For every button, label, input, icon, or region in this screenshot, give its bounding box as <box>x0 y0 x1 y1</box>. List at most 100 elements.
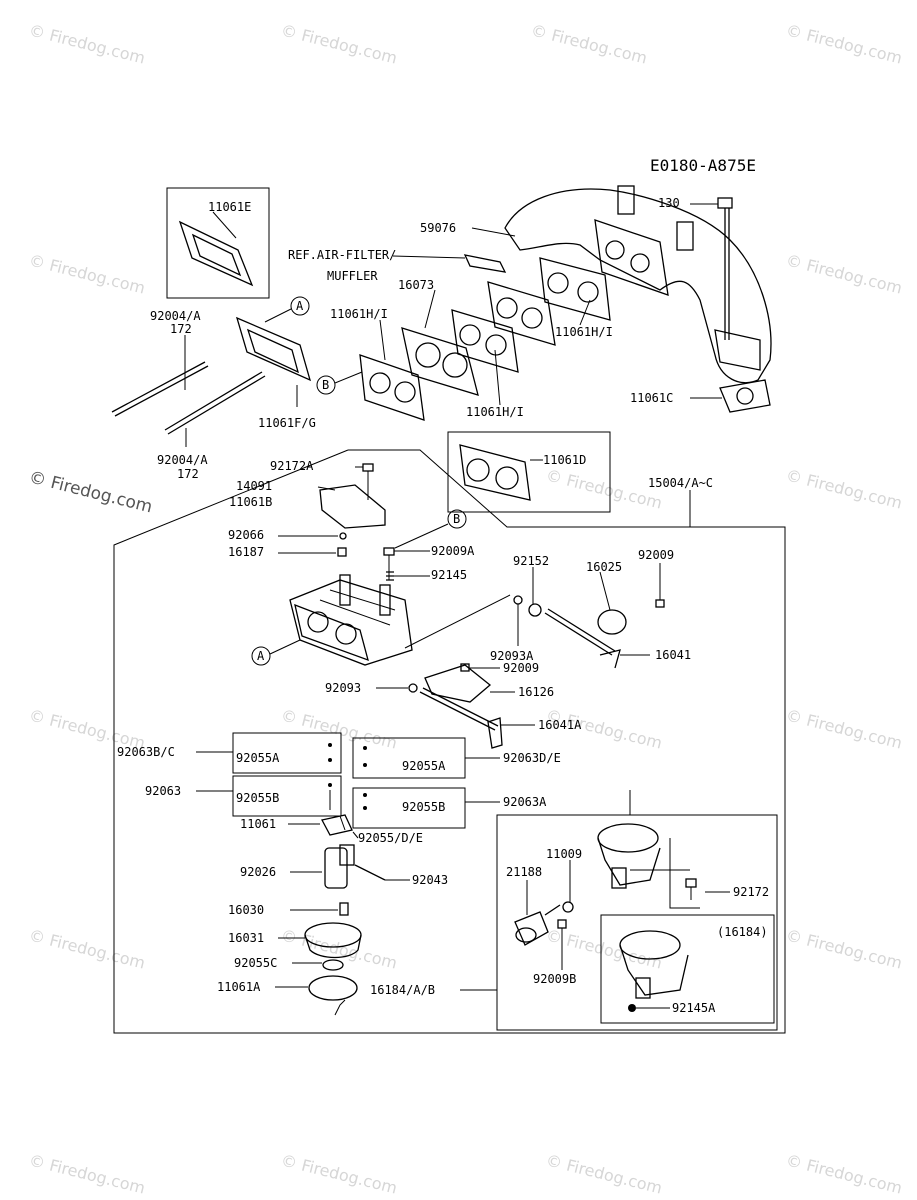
watermark: © Firedog.com <box>279 925 399 972</box>
shaft-16041a <box>419 687 503 749</box>
callout-b: B <box>322 378 329 392</box>
label-11061fg: 11061F/G <box>258 416 316 430</box>
leader-line <box>339 815 346 831</box>
leader-line <box>269 639 301 655</box>
gasket-top <box>487 281 556 346</box>
callout-b-circle <box>447 509 467 529</box>
watermark: © Firedog.com <box>544 465 664 512</box>
plate-16126 <box>424 664 492 703</box>
leader-line <box>212 211 237 239</box>
spring-92145 <box>386 571 394 581</box>
leader-line <box>599 571 611 611</box>
label-16073: 16073 <box>398 278 434 292</box>
label-11061: 11061 <box>240 817 276 831</box>
screw-92172a <box>362 463 374 472</box>
label-92063bc: 92063B/C <box>117 745 175 759</box>
label-16041a: 16041A <box>538 718 582 732</box>
intake-manifold <box>504 185 772 384</box>
label-92009b: 92009B <box>533 972 576 986</box>
labels-layer: 11061E 59076 130 REF.AIR-FILTER/ MUFFLER… <box>117 196 769 1015</box>
throttle-body <box>597 823 661 889</box>
seal-92093 <box>408 683 418 693</box>
label-11061e: 11061E <box>208 200 251 214</box>
watermark: © Firedog.com <box>529 20 649 67</box>
label-92055b: 92055B <box>402 800 445 814</box>
drain-mark <box>334 999 346 1016</box>
float-bowl-16031 <box>304 922 362 959</box>
label-21188: 21188 <box>506 865 542 879</box>
label-92145: 92145 <box>431 568 467 582</box>
label-16184-paren: (16184) <box>717 925 768 939</box>
label-92093: 92093 <box>325 681 361 695</box>
inset-box-92063bc <box>232 732 342 774</box>
callout-b: B <box>453 512 460 526</box>
label-92009: 92009 <box>638 548 674 562</box>
label-92004a: 92004/A <box>157 453 208 467</box>
label-172: 172 <box>177 467 199 481</box>
diagram-code: E0180-A875E <box>650 156 756 175</box>
label-11061hi: 11061H/I <box>466 405 524 419</box>
watermark: © Firedog.com <box>27 925 147 972</box>
label-92055a: 92055A <box>402 759 446 773</box>
jet-part <box>328 758 332 762</box>
jet-part <box>328 783 332 787</box>
inset-box-16184 <box>496 814 778 1031</box>
label-92063a: 92063A <box>503 795 547 809</box>
float-92026 <box>324 844 386 889</box>
inset-box-11061d <box>447 431 611 513</box>
leader-line <box>379 319 386 361</box>
jet-part <box>363 763 367 767</box>
label-92172: 92172 <box>733 885 769 899</box>
inset-box-11061e <box>166 187 270 299</box>
leader-line <box>317 486 336 491</box>
jet-part <box>328 743 332 747</box>
gasket-11061hi-left <box>359 354 425 421</box>
watermark: © Firedog.com <box>544 1150 664 1197</box>
label-92093a: 92093A <box>490 649 534 663</box>
screw-92009b <box>557 919 567 929</box>
label-92004a: 92004/A <box>150 309 201 323</box>
jet-part <box>363 746 367 750</box>
label-16025: 16025 <box>586 560 622 574</box>
inset-box-92063a <box>352 787 466 829</box>
gasket-11061d <box>459 444 531 501</box>
oring-11009 <box>562 901 574 913</box>
screw-92009 <box>655 599 665 608</box>
watermark: © Firedog.com <box>784 20 904 67</box>
label-92026: 92026 <box>240 865 276 879</box>
watermark: © Firedog.com <box>27 250 147 297</box>
watermark: © Firedog.com <box>279 20 399 67</box>
label-11061d: 11061D <box>543 453 586 467</box>
callout-a-circle <box>290 296 310 316</box>
watermark: © Firedog.com <box>784 465 904 512</box>
assembly-outline <box>113 449 786 1034</box>
leader-line <box>352 831 359 839</box>
part-16030 <box>339 902 349 916</box>
gasket-11061c <box>719 379 771 413</box>
plate-14091 <box>319 484 386 529</box>
gasket-hole <box>736 387 754 405</box>
stud-bolt <box>111 361 266 435</box>
label-92152: 92152 <box>513 554 549 568</box>
label-14091: 14091 <box>236 479 272 493</box>
oring-92066 <box>339 532 347 540</box>
label-15004: 15004/A~C <box>648 476 713 490</box>
label-16187: 16187 <box>228 545 264 559</box>
part-92145a <box>628 1004 636 1012</box>
label-92055c: 92055C <box>234 956 277 970</box>
label-59076: 59076 <box>420 221 456 235</box>
leader-line <box>264 308 292 323</box>
leader-line <box>394 523 449 549</box>
leader-line <box>579 299 591 326</box>
watermark: © Firedog.com <box>784 705 904 752</box>
label-172: 172 <box>170 322 192 336</box>
part-16187 <box>337 547 347 557</box>
label-92066: 92066 <box>228 528 264 542</box>
seal-92093a <box>513 595 523 605</box>
callout-a-circle <box>251 646 271 666</box>
screw-92009a <box>383 547 395 556</box>
carburetor-body <box>289 574 413 666</box>
callout-a: A <box>296 299 304 313</box>
label-92055b: 92055B <box>236 791 279 805</box>
label-92009: 92009 <box>503 661 539 675</box>
